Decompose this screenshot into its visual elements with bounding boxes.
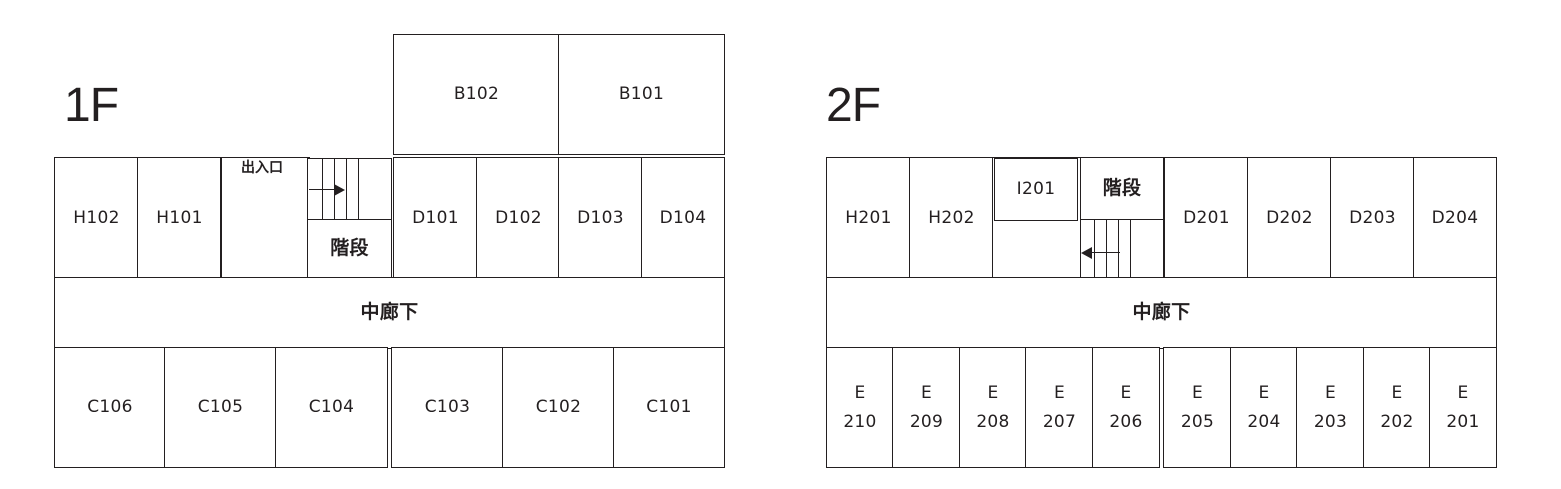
entrance-area — [220, 157, 310, 279]
room-h202: H202 — [909, 157, 994, 279]
room-d204: D204 — [1413, 157, 1497, 279]
room-prefix: E — [920, 383, 933, 404]
stair-step-line — [1094, 220, 1096, 278]
stair-arrow-line — [309, 189, 335, 191]
room-d202: D202 — [1247, 157, 1332, 279]
floor2-stair-steps — [1080, 219, 1164, 279]
room-prefix: E — [1120, 383, 1132, 404]
room-e202: E 202 — [1363, 347, 1431, 468]
room-c105: C105 — [164, 347, 277, 468]
floor1-corridor: 中廊下 — [54, 277, 725, 349]
room-c103: C103 — [391, 347, 504, 468]
entrance-wall — [220, 157, 222, 279]
room-prefix: E — [1053, 383, 1066, 404]
room-number: 202 — [1380, 411, 1414, 432]
room-c106: C106 — [54, 347, 166, 468]
room-d103: D103 — [558, 157, 643, 279]
floor1-title: 1F — [64, 79, 119, 132]
room-number: 206 — [1109, 411, 1143, 432]
stair-step-line — [346, 159, 348, 220]
room-d203: D203 — [1330, 157, 1415, 279]
room-number: 209 — [909, 411, 944, 432]
room-c102: C102 — [502, 347, 615, 468]
stair-step-line — [1118, 220, 1120, 278]
floor2-title: 2F — [826, 79, 881, 132]
room-d102: D102 — [476, 157, 561, 279]
room-b101: B101 — [558, 34, 725, 155]
room-b102: B102 — [393, 34, 560, 155]
room-prefix: E — [1191, 383, 1204, 404]
room-prefix: E — [1457, 383, 1469, 404]
room-d101: D101 — [393, 157, 478, 279]
room-number: 210 — [843, 411, 877, 432]
room-h201: H201 — [826, 157, 911, 279]
room-e209: E 209 — [892, 347, 961, 468]
room-prefix: E — [1324, 383, 1337, 404]
room-number: 204 — [1247, 411, 1281, 432]
arrow-left-icon — [1081, 247, 1092, 259]
floor2-corridor: 中廊下 — [826, 277, 1497, 349]
room-number: 203 — [1313, 411, 1348, 432]
room-e201: E 201 — [1429, 347, 1497, 468]
room-number: 207 — [1042, 411, 1077, 432]
room-c101: C101 — [613, 347, 725, 468]
room-e204: E 204 — [1230, 347, 1298, 468]
room-h101: H101 — [137, 157, 222, 279]
stair-step-line — [1130, 220, 1132, 278]
floor1-stairs-label: 階段 — [307, 219, 392, 279]
stair-arrow-line — [1090, 252, 1120, 254]
room-e208: E 208 — [959, 347, 1027, 468]
room-i201: I201 — [994, 158, 1078, 221]
room-h102: H102 — [54, 157, 139, 279]
room-e210: E 210 — [826, 347, 894, 468]
room-number: 208 — [976, 411, 1010, 432]
room-e206: E 206 — [1092, 347, 1160, 468]
floor2-stairs-label: 階段 — [1080, 157, 1164, 221]
stair-step-line — [1106, 220, 1108, 278]
room-e205: E 205 — [1163, 347, 1232, 468]
room-prefix: E — [854, 383, 866, 404]
room-d201: D201 — [1164, 157, 1249, 279]
entrance-label: 出入口 — [241, 160, 283, 176]
room-number: 201 — [1446, 411, 1480, 432]
room-d104: D104 — [641, 157, 725, 279]
stair-step-line — [358, 159, 360, 220]
room-e207: E 207 — [1025, 347, 1094, 468]
room-prefix: E — [1258, 383, 1270, 404]
room-e203: E 203 — [1296, 347, 1365, 468]
room-number: 205 — [1180, 411, 1215, 432]
room-c104: C104 — [275, 347, 388, 468]
arrow-right-icon — [334, 184, 345, 196]
room-prefix: E — [1391, 383, 1403, 404]
room-prefix: E — [987, 383, 999, 404]
